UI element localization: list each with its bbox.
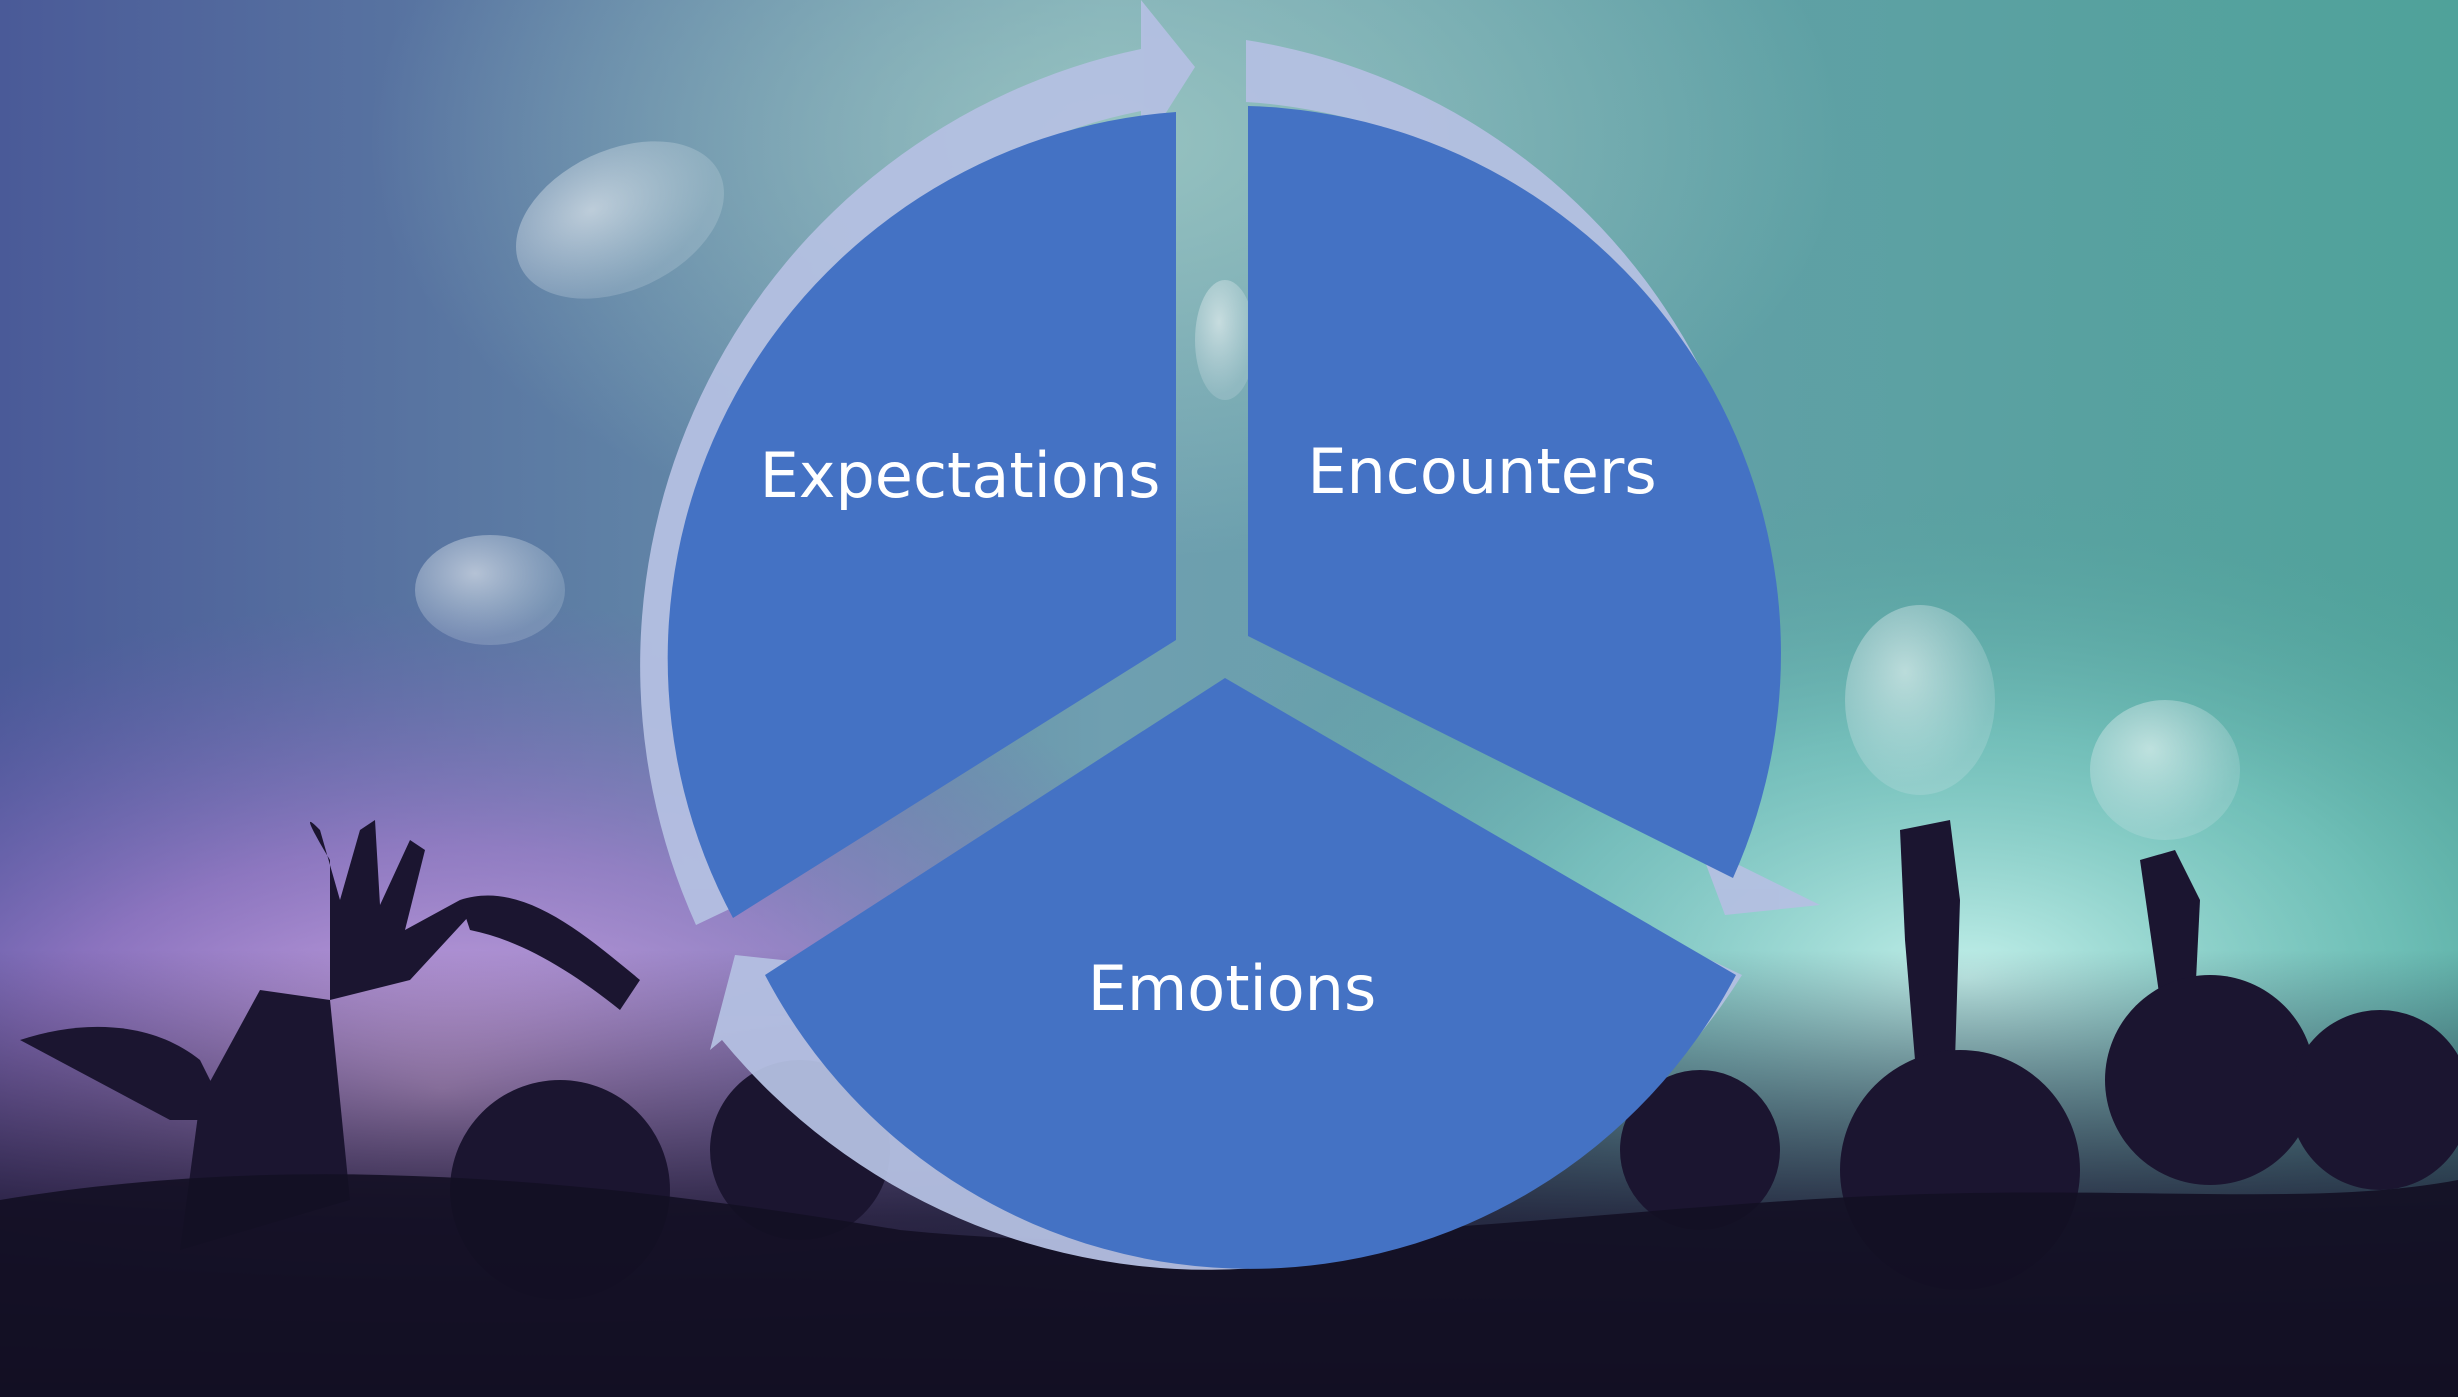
balloon-shapes	[415, 141, 2240, 840]
segment-encounters	[1248, 106, 1781, 878]
label-emotions: Emotions	[1088, 952, 1377, 1025]
label-encounters: Encounters	[1307, 435, 1656, 508]
segment-expectations	[667, 112, 1176, 918]
label-expectations: Expectations	[760, 439, 1161, 512]
cycle-segments	[667, 106, 1781, 1269]
segment-emotions	[765, 678, 1736, 1269]
arrow-expectations-to-encounters	[640, 0, 1195, 925]
